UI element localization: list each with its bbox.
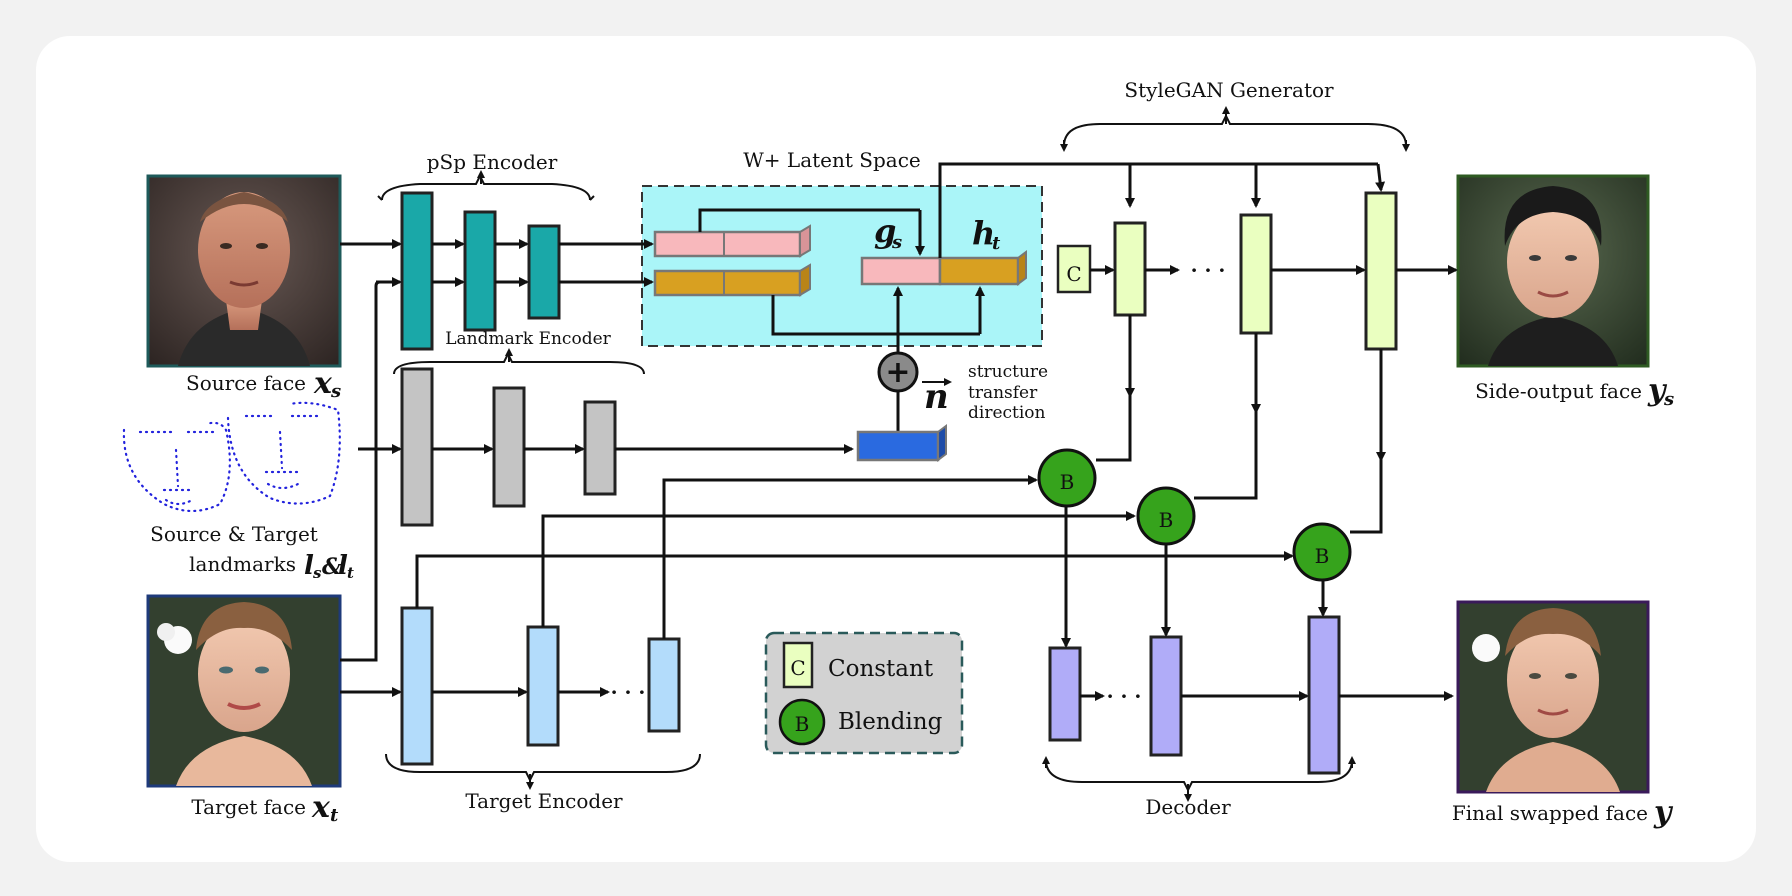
target-block-1 xyxy=(400,606,434,766)
source-face-caption: Source face x s xyxy=(186,366,341,402)
stylegan-block-2 xyxy=(1239,213,1273,335)
svg-text:x: x xyxy=(311,790,331,825)
svg-text:l: l xyxy=(304,551,314,581)
blend-node-3: B xyxy=(1292,522,1352,582)
svg-text:Side-output face: Side-output face xyxy=(1475,379,1642,403)
psp-block-3 xyxy=(527,224,561,320)
gs-segment xyxy=(860,256,942,286)
landmarks-image xyxy=(122,401,341,513)
psp-block-1 xyxy=(400,191,434,351)
legend: C Constant B Blending xyxy=(764,631,964,755)
landmark-block-3 xyxy=(583,400,617,496)
svg-text:g: g xyxy=(874,212,896,250)
source-face-image xyxy=(146,174,342,368)
svg-text:direction: direction xyxy=(968,403,1046,423)
svg-text:Source face: Source face xyxy=(186,371,306,395)
w-latent-space xyxy=(641,185,1043,347)
structure-direction-label: structure transfer direction xyxy=(968,362,1048,423)
svg-text:t: t xyxy=(347,564,354,582)
svg-text:l: l xyxy=(338,551,348,581)
svg-text:y: y xyxy=(1647,373,1668,408)
direction-vector-block xyxy=(856,424,947,462)
plus-node: + xyxy=(877,351,919,393)
svg-text:s: s xyxy=(1663,389,1674,410)
psp-block-2 xyxy=(463,210,497,332)
svg-text:B: B xyxy=(795,712,810,736)
decoder-block-1 xyxy=(1048,646,1082,742)
target-block-2 xyxy=(526,625,560,747)
legend-blending-label: Blending xyxy=(838,709,943,735)
svg-text:s: s xyxy=(313,564,322,582)
svg-text:h: h xyxy=(972,214,995,252)
target-face-caption: Target face x t xyxy=(191,790,339,826)
constant-glyph: C xyxy=(1066,262,1081,286)
landmark-encoder xyxy=(393,348,645,527)
side-output-face-image xyxy=(1456,174,1650,368)
svg-text:+: + xyxy=(885,355,910,390)
side-output-caption: Side-output face y s xyxy=(1475,373,1674,410)
svg-text:x: x xyxy=(313,366,333,401)
svg-text:&: & xyxy=(322,554,342,580)
ht-label: h t xyxy=(972,214,1001,254)
target-block-3 xyxy=(647,637,681,733)
landmarks-caption: Source & Target landmarks l s & l t xyxy=(150,522,354,582)
psp-encoder xyxy=(377,170,595,351)
legend-constant-label: Constant xyxy=(828,656,934,682)
svg-text:B: B xyxy=(1060,470,1075,494)
decoder-ellipsis: · · · xyxy=(1107,684,1142,708)
svg-text:t: t xyxy=(330,805,339,826)
decoder-label: Decoder xyxy=(1145,795,1231,819)
decoder-block-2 xyxy=(1149,635,1183,757)
legend-constant-icon xyxy=(782,641,814,689)
stylegan-block-3 xyxy=(1364,191,1398,351)
svg-text:Target face: Target face xyxy=(191,795,306,819)
svg-text:C: C xyxy=(790,656,805,680)
w-latent-space-label: W+ Latent Space xyxy=(743,148,921,172)
svg-text:s: s xyxy=(891,232,902,253)
latent-gold-bar xyxy=(653,269,802,297)
svg-text:y: y xyxy=(1653,795,1674,830)
landmark-block-2 xyxy=(492,386,526,508)
ht-segment xyxy=(938,256,1020,286)
svg-text:B: B xyxy=(1159,508,1174,532)
n-vector-label: n xyxy=(922,377,952,417)
landmark-encoder-label: Landmark Encoder xyxy=(445,329,611,349)
latent-pink-bar xyxy=(653,230,802,258)
final-swapped-caption: Final swapped face y xyxy=(1452,795,1674,830)
blend-node-1: B xyxy=(1037,448,1097,508)
svg-text:structure: structure xyxy=(968,362,1048,382)
landmark-block-1 xyxy=(400,367,434,527)
final-swapped-face-image xyxy=(1456,600,1650,794)
target-encoder-ellipsis: · · · xyxy=(611,680,646,704)
connections xyxy=(340,162,1458,701)
stylegan-ellipsis: · · · xyxy=(1191,258,1226,282)
svg-text:transfer: transfer xyxy=(968,383,1038,403)
stylegan-block-1 xyxy=(1113,221,1147,317)
psp-encoder-label: pSp Encoder xyxy=(427,150,558,174)
blend-node-2: B xyxy=(1136,486,1196,546)
gs-label: g s xyxy=(874,212,902,253)
svg-text:t: t xyxy=(992,233,1001,254)
decoder-block-3 xyxy=(1307,615,1341,775)
svg-text:landmarks: landmarks xyxy=(189,552,296,576)
target-face-image xyxy=(146,594,342,788)
svg-text:Source & Target: Source & Target xyxy=(150,522,318,546)
constant-input xyxy=(1056,244,1092,294)
decoder xyxy=(1042,615,1356,802)
svg-text:s: s xyxy=(330,381,341,402)
svg-text:B: B xyxy=(1315,544,1330,568)
legend-blend-icon xyxy=(778,698,826,746)
svg-text:Final swapped face: Final swapped face xyxy=(1452,801,1648,825)
stylegan-generator-label: StyleGAN Generator xyxy=(1124,78,1334,102)
target-encoder-label: Target Encoder xyxy=(465,789,623,813)
